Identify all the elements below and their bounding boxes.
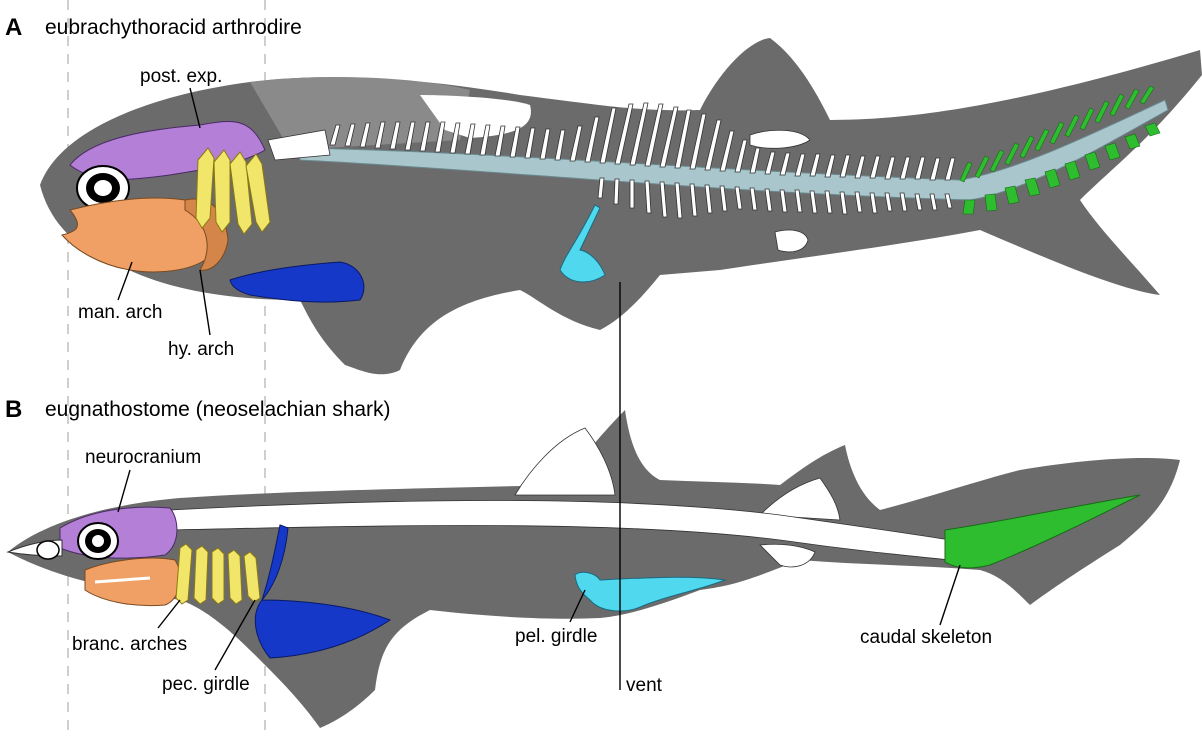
label-vent: vent <box>626 675 663 696</box>
nasal-capsule <box>37 541 59 559</box>
panel-title-b: eugnathostome (neoselachian shark) <box>45 398 391 421</box>
label-caudal-skeleton: caudal skeleton <box>860 627 992 648</box>
panel-title-a: eubrachythoracid arthrodire <box>45 16 302 39</box>
label-post-exp: post. exp. <box>140 66 222 87</box>
label-neurocranium: neurocranium <box>85 447 201 468</box>
label-pel-girdle: pel. girdle <box>515 626 597 647</box>
label-hy-arch: hy. arch <box>168 339 234 360</box>
pupil-highlight-a <box>94 180 112 196</box>
panel-letter-b: B <box>5 396 22 423</box>
label-man-arch: man. arch <box>78 302 162 323</box>
label-branc-arches: branc. arches <box>72 634 187 655</box>
pupil-highlight-b <box>92 535 104 547</box>
arthrodire-figure <box>40 38 1202 374</box>
label-pec-girdle: pec. girdle <box>162 674 250 695</box>
panel-letter-a: A <box>5 14 22 41</box>
neurocranium-b <box>60 507 177 558</box>
